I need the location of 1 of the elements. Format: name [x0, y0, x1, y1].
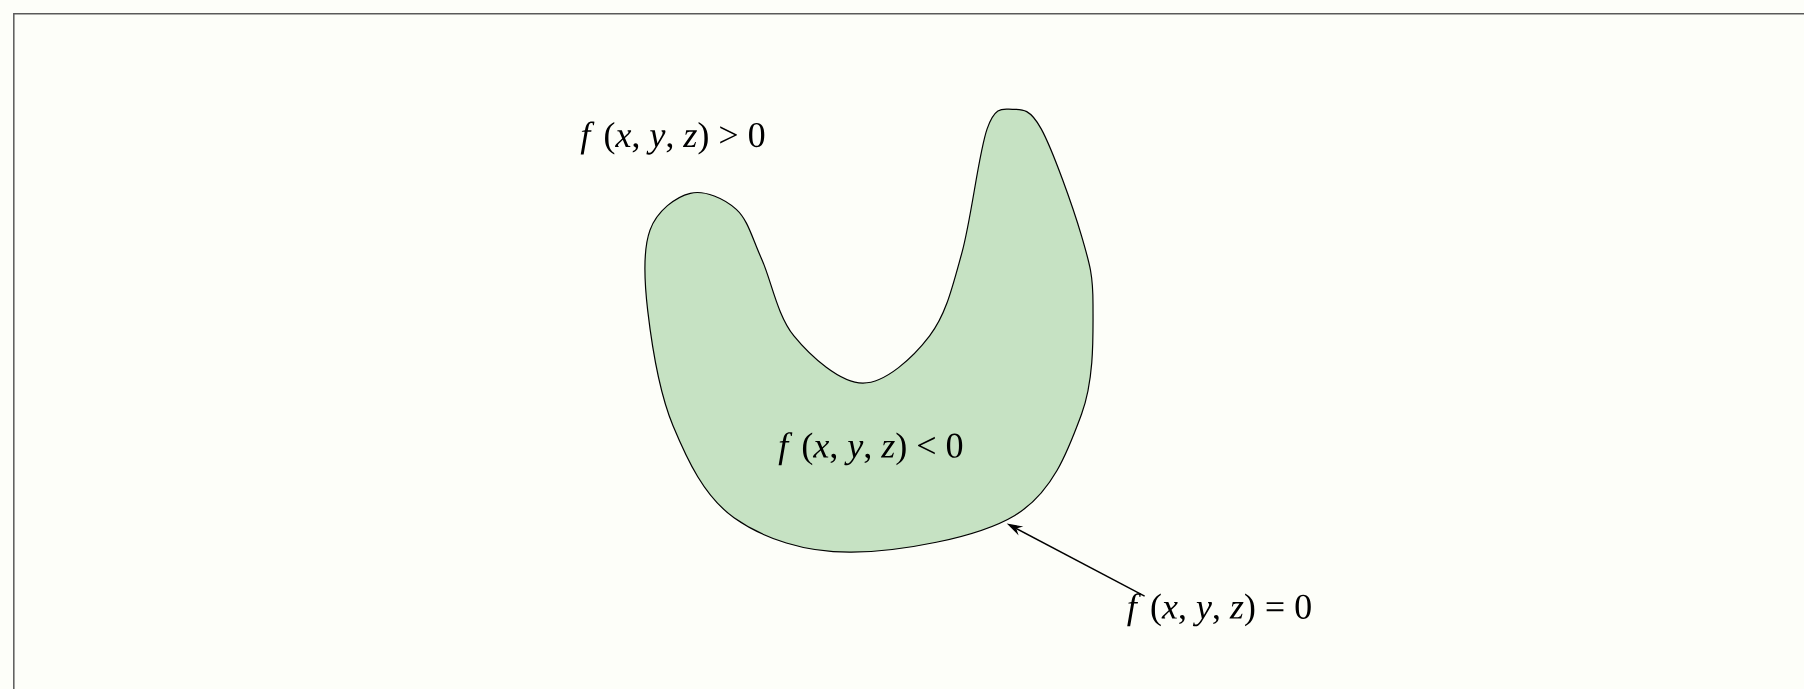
formula-text: f (x, y, z) = 0	[1127, 593, 1311, 627]
